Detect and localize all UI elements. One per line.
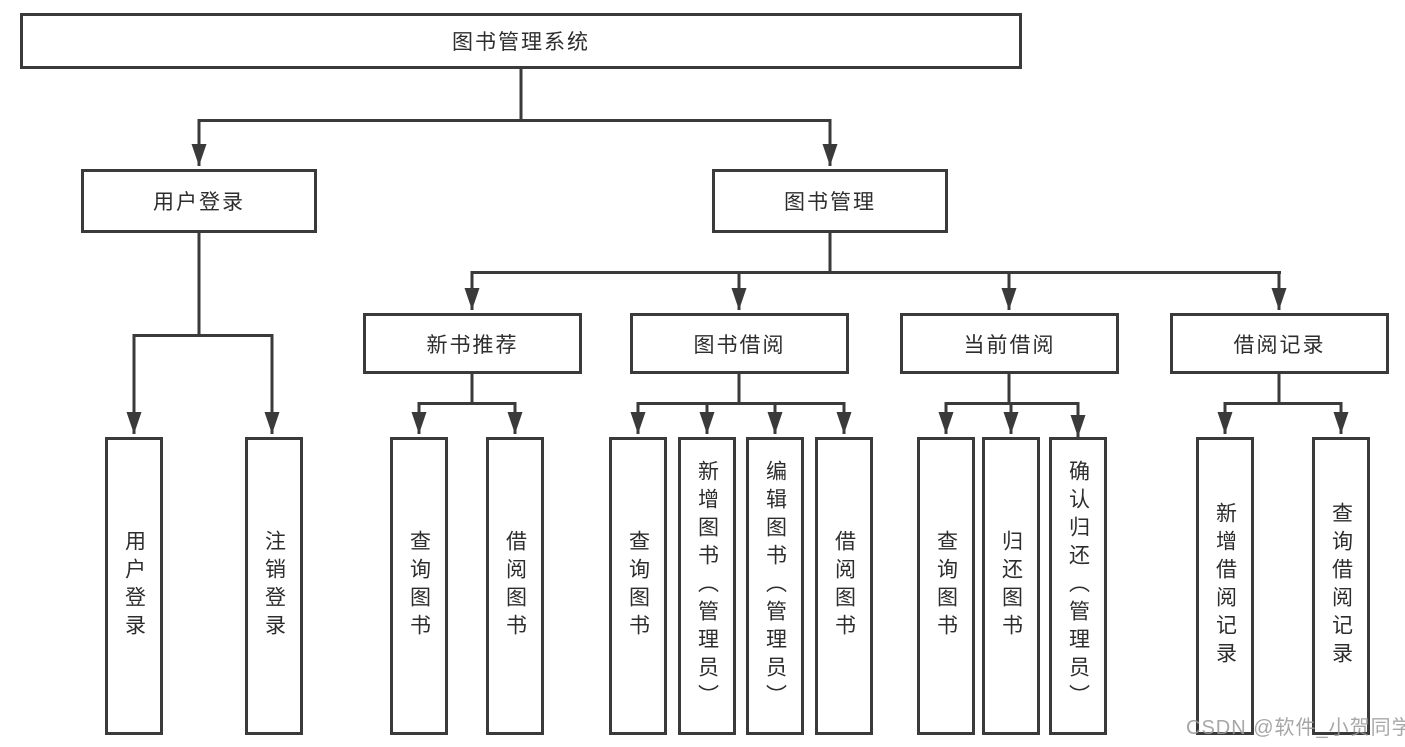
node-label: 图书管理 (784, 191, 876, 214)
node-borrow-books-recommend: 借阅图书 (486, 437, 544, 735)
node-label: 新增图书（管理员） (695, 460, 719, 712)
node-label: 查询图书 (626, 530, 650, 642)
node-label: 查询借阅记录 (1329, 502, 1353, 670)
node-book-borrowing: 图书借阅 (630, 313, 849, 374)
node-borrow-books: 借阅图书 (815, 437, 873, 735)
node-add-books-admin: 新增图书（管理员） (678, 437, 736, 735)
node-label: 查询图书 (407, 530, 431, 642)
node-label: 确认归还（管理员） (1066, 460, 1090, 712)
node-label: 新书推荐 (426, 333, 519, 357)
node-label: 用户登录 (153, 191, 245, 214)
node-label: 借阅记录 (1233, 333, 1326, 357)
node-label: 图书管理系统 (452, 31, 590, 54)
node-return-books: 归还图书 (982, 437, 1040, 735)
node-label: 借阅图书 (832, 530, 856, 642)
node-label: 当前借阅 (963, 333, 1056, 357)
node-new-book-recommendation: 新书推荐 (363, 313, 582, 374)
node-borrowing-records: 借阅记录 (1170, 313, 1389, 374)
node-query-books-current: 查询图书 (917, 437, 975, 735)
node-add-borrow-record: 新增借阅记录 (1196, 437, 1254, 735)
node-label: 注销登录 (262, 530, 286, 642)
node-user-login: 用户登录 (81, 169, 317, 233)
node-current-borrowing: 当前借阅 (900, 313, 1119, 374)
node-label: 编辑图书（管理员） (763, 460, 787, 712)
node-label: 用户登录 (122, 530, 146, 642)
node-confirm-return-admin: 确认归还（管理员） (1049, 437, 1107, 735)
node-edit-books-admin: 编辑图书（管理员） (746, 437, 804, 735)
node-query-books-borrowing: 查询图书 (609, 437, 667, 735)
node-query-books-recommend: 查询图书 (390, 437, 448, 735)
node-query-borrow-record: 查询借阅记录 (1312, 437, 1370, 735)
node-label: 查询图书 (934, 530, 958, 642)
node-label: 归还图书 (999, 530, 1023, 642)
node-library-management-system: 图书管理系统 (20, 13, 1022, 69)
node-book-management: 图书管理 (712, 169, 948, 233)
node-label: 图书借阅 (693, 333, 786, 357)
node-label: 借阅图书 (503, 530, 527, 642)
csdn-watermark: CSDN @软件_小贺同学 (1186, 717, 1405, 739)
node-user-login-leaf: 用户登录 (105, 437, 163, 735)
node-label: 新增借阅记录 (1213, 502, 1237, 670)
node-logout: 注销登录 (245, 437, 303, 735)
